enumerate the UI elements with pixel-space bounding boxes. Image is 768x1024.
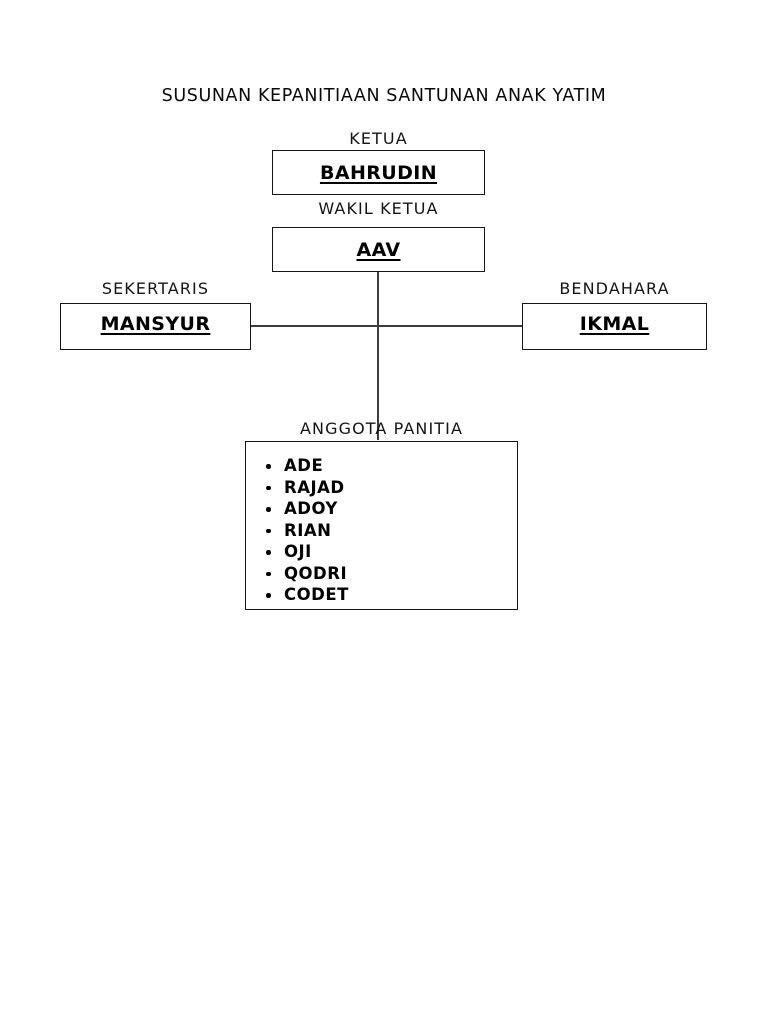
member-name: CODET	[284, 585, 349, 604]
name-ketua: BAHRUDIN	[319, 162, 438, 184]
box-anggota-panitia: ADE RAJAD ADOY RIAN OJI QODRI CODET	[245, 441, 518, 610]
box-bendahara: IKMAL	[522, 303, 707, 350]
connector-horizontal-crossbar	[251, 325, 523, 327]
name-sekertaris: MANSYUR	[100, 313, 211, 335]
name-wakil-ketua: AAV	[356, 239, 401, 261]
list-item: QODRI	[246, 563, 519, 585]
list-item: RIAN	[246, 520, 519, 542]
caption-bendahara: BENDAHARA	[559, 279, 670, 298]
box-sekertaris: MANSYUR	[60, 303, 251, 350]
box-wakil-ketua: AAV	[272, 227, 485, 272]
list-item: OJI	[246, 541, 519, 563]
member-name: RIAN	[284, 520, 332, 540]
caption-anggota-panitia: ANGGOTA PANITIA	[299, 419, 464, 438]
list-item: ADE	[246, 455, 519, 477]
member-name: QODRI	[284, 563, 348, 583]
list-item: ADOY	[246, 498, 519, 520]
caption-wakil-ketua: WAKIL KETUA	[318, 199, 439, 218]
connector-vertical-main	[377, 272, 379, 440]
member-name: ADE	[284, 456, 324, 475]
box-ketua: BAHRUDIN	[272, 150, 485, 195]
member-list: ADE RAJAD ADOY RIAN OJI QODRI CODET	[246, 455, 519, 606]
caption-sekertaris: SEKERTARIS	[101, 279, 210, 298]
member-name: OJI	[284, 542, 312, 561]
list-item: CODET	[246, 584, 519, 606]
page-title: SUSUNAN KEPANITIAAN SANTUNAN ANAK YATIM	[161, 86, 607, 106]
name-bendahara: IKMAL	[579, 313, 650, 335]
member-name: RAJAD	[284, 477, 345, 497]
member-name: ADOY	[284, 499, 338, 518]
list-item: RAJAD	[246, 477, 519, 499]
caption-ketua: KETUA	[349, 129, 408, 148]
